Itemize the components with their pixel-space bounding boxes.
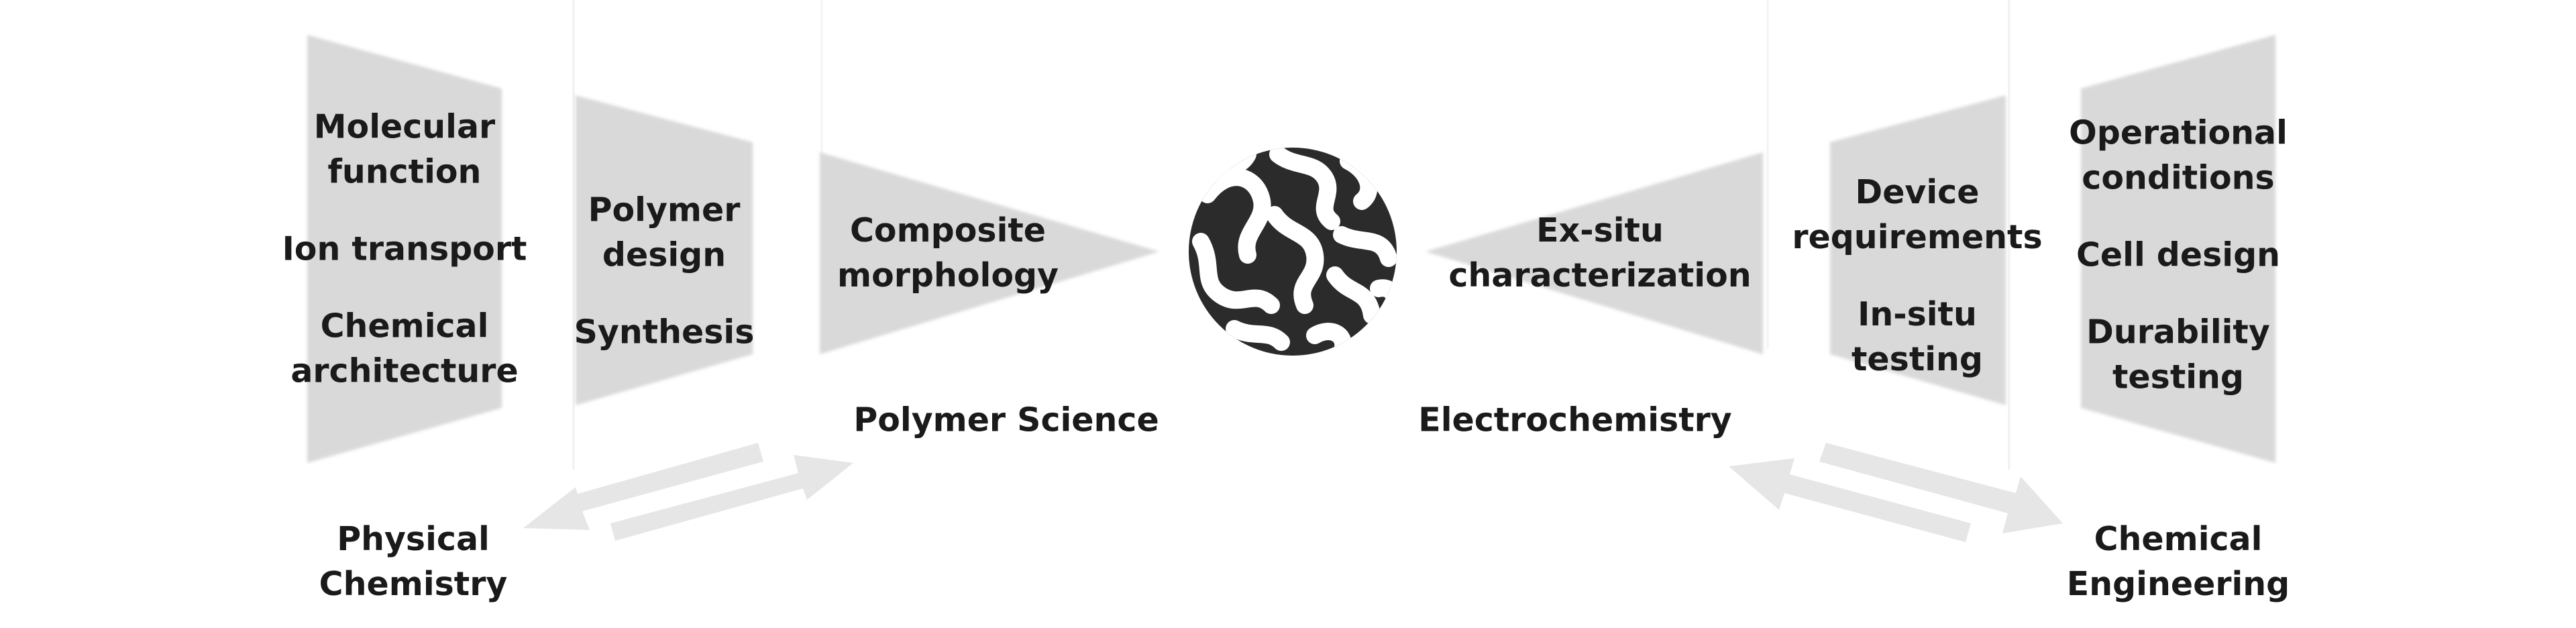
panel-mid-right (1830, 95, 2006, 405)
panel-outer-right-text: Operational conditions Cell design Durab… (2069, 117, 2288, 394)
field-chemical-engineering: Chemical Engineering (2066, 520, 2290, 603)
panel-inner-right-text: Ex-situ characterization (1448, 214, 1751, 292)
label-composite: Composite (849, 211, 1046, 250)
label-testing-2: testing (2112, 358, 2244, 397)
label-architecture: architecture (290, 352, 519, 390)
microstructure-icon (1189, 148, 1397, 356)
label-requirements: requirements (1792, 218, 2043, 256)
label-characterization: characterization (1448, 256, 1752, 295)
panel-inner-left (820, 152, 1159, 354)
label-ion-transport: Ion transport (282, 229, 527, 268)
label-molecular: Molecular (313, 107, 496, 146)
label-morphology: morphology (837, 256, 1059, 295)
label-durability: Durability (2086, 313, 2270, 352)
arrow-left-to-polymer-science (610, 455, 853, 541)
label-function: function (327, 152, 482, 191)
label-ex-situ: Ex-situ (1536, 211, 1664, 250)
field-electrochemistry: Electrochemistry (1418, 401, 1732, 439)
label-design: design (602, 235, 727, 274)
panel-outer-right (2081, 35, 2275, 463)
label-synthesis: Synthesis (574, 313, 755, 352)
label-cell-design: Cell design (2076, 235, 2281, 274)
panel-outer-left-text: Molecular function Ion transport Chemica… (282, 111, 527, 388)
label-operational: Operational (2069, 113, 2288, 152)
panel-mid-left-text: Polymer design Synthesis (574, 194, 755, 349)
panel-mid-right-text: Device requirements In-situ testing (1792, 176, 2042, 376)
arrow-right-to-chemical-engineering (1819, 443, 2063, 533)
label-chemical: Chemical (320, 307, 489, 346)
label-polymer: Polymer (588, 191, 741, 229)
arrow-right-to-electrochemistry (1729, 458, 1971, 542)
label-in-situ: In-situ (1858, 295, 1977, 333)
arrow-left-to-physical-chemistry (523, 443, 763, 530)
panel-outer-left (307, 35, 502, 463)
field-physical-chemistry: Physical Chemistry (319, 520, 508, 603)
panel-mid-left (576, 95, 753, 405)
panel-inner-right (1426, 152, 1763, 354)
panel-inner-left-text: Composite morphology (837, 214, 1059, 292)
label-conditions: conditions (2082, 158, 2275, 197)
label-device: Device (1855, 173, 1980, 211)
field-polymer-science: Polymer Science (853, 401, 1159, 439)
label-testing-1: testing (1851, 340, 1983, 378)
